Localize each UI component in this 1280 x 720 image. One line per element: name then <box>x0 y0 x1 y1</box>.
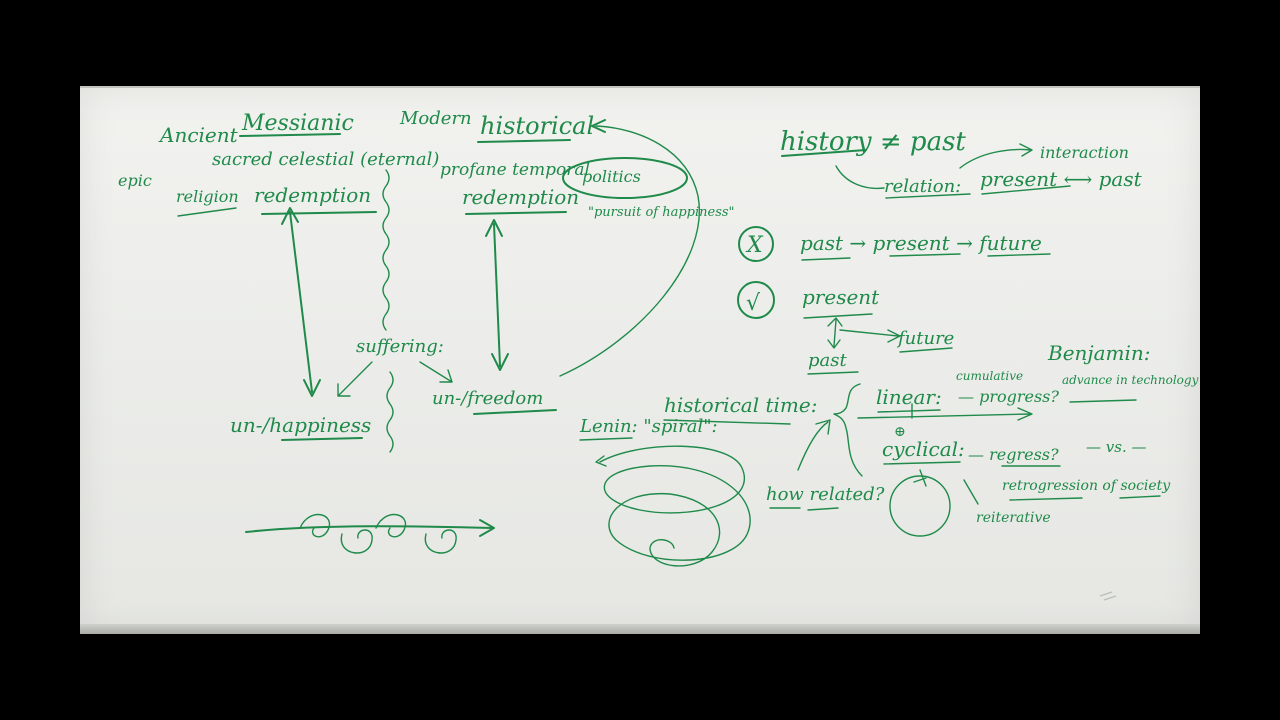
underline-how-related <box>769 507 839 511</box>
underline-present-2 <box>803 313 873 319</box>
check-mark-circle <box>737 281 775 319</box>
underline-past <box>807 371 859 375</box>
plus-mark: ⊕ <box>894 424 906 440</box>
underline-redemption-right <box>465 211 567 215</box>
wavy-divider-top <box>382 169 390 331</box>
underline-religion <box>177 207 237 217</box>
label-lenin-spiral: Lenin: "spiral": <box>579 416 718 437</box>
cyclical-circle-arrow <box>913 469 927 487</box>
loop-arrow <box>559 125 700 377</box>
label-unfreedom: un-/freedom <box>432 388 543 409</box>
whiteboard-marker-tray <box>80 624 1200 634</box>
cyclical-circle <box>889 475 951 537</box>
label-future: future <box>896 328 954 349</box>
label-present: present <box>802 285 880 309</box>
underline-redemption-left <box>261 211 377 215</box>
label-retrogression: retrogression of society <box>1002 478 1171 494</box>
label-historical: historical <box>480 112 594 140</box>
lenin-spiral-drawing <box>599 445 751 567</box>
arrow-reiterative <box>963 479 979 505</box>
label-vs: — vs. — <box>1086 438 1146 456</box>
arrowhead-down-right <box>491 353 509 371</box>
label-unhappiness: un-/happiness <box>230 413 371 437</box>
label-regress: — regress? <box>968 445 1059 464</box>
label-progress: — progress? <box>958 387 1059 406</box>
label-past-present-future: past → present → future <box>800 231 1042 255</box>
x-mark-circle <box>738 226 774 262</box>
linear-time-arrow <box>857 407 1033 421</box>
wavy-divider-bottom <box>386 371 394 453</box>
arrowhead-down-left <box>303 379 321 397</box>
underline-technology <box>1069 399 1137 403</box>
check-mark: √ <box>746 291 761 316</box>
label-linear: linear: <box>876 385 942 409</box>
spiral-4 <box>424 529 457 554</box>
label-history-ne-past: history ≠ past <box>780 127 966 157</box>
label-past: past <box>808 350 847 371</box>
underline-future <box>899 347 953 353</box>
label-ancient: Ancient <box>158 123 239 147</box>
arrowhead-up-right <box>485 219 503 237</box>
arrowhead-up-left <box>281 207 299 225</box>
timeline-arrow <box>245 525 493 533</box>
faint-marks <box>1099 591 1117 601</box>
label-redemption-right: redemption <box>462 185 579 209</box>
label-benjamin: Benjamin: <box>1047 341 1151 365</box>
label-interaction: interaction <box>1040 143 1129 162</box>
label-sacred-celestial: sacred celestial (eternal) <box>212 149 439 170</box>
label-redemption-left: redemption <box>254 183 371 207</box>
underline-linear-sequence <box>801 253 1051 261</box>
label-epic: epic <box>118 171 152 190</box>
underline-unhappiness <box>281 437 363 441</box>
arrow-interaction <box>959 143 1033 169</box>
arrowhead-historical <box>591 119 606 133</box>
label-pursuit-happiness: "pursuit of happiness" <box>588 205 735 220</box>
label-suffering: suffering: <box>356 336 444 357</box>
whiteboard <box>80 88 1200 634</box>
x-mark: X <box>745 233 764 258</box>
underline-cyclical <box>883 461 961 465</box>
arrow-suffering-left <box>337 361 373 397</box>
arrow-to-relation <box>835 165 885 190</box>
label-reiterative: reiterative <box>976 510 1051 526</box>
spiral-3 <box>340 529 373 554</box>
arrow-present-past <box>827 317 843 349</box>
underline-present <box>981 185 1071 195</box>
arrow-present-future <box>839 329 901 343</box>
label-messianic: Messianic <box>241 111 354 136</box>
arrow-redemption-happiness <box>289 211 313 393</box>
underline-lenin <box>579 437 633 441</box>
timeline-arrowhead <box>479 519 495 537</box>
arrow-suffering-right <box>419 361 453 383</box>
underline-retrogression <box>1009 495 1161 501</box>
underline-messianic <box>239 133 341 137</box>
label-historical-time: historical time: <box>664 393 817 417</box>
label-cyclical: cyclical: <box>882 437 965 461</box>
label-how-related: how related? <box>766 484 885 505</box>
label-relation: relation: <box>884 176 961 197</box>
spiral-2 <box>375 513 407 538</box>
underline-historical <box>477 139 571 143</box>
label-politics: politics <box>582 167 641 186</box>
arrow-redemption-freedom <box>493 223 501 367</box>
underline-relation <box>885 193 971 199</box>
brace <box>833 383 863 477</box>
label-profane-temporal: profane temporal <box>440 160 590 180</box>
arrow-how-related-up <box>797 419 831 471</box>
circle-politics <box>562 157 688 199</box>
underline-linear <box>877 409 941 413</box>
label-modern: Modern <box>399 108 472 129</box>
underline-history <box>781 149 867 157</box>
label-religion: religion <box>176 187 239 206</box>
spiral-1 <box>299 513 331 538</box>
spiral-arrowhead <box>595 455 607 467</box>
label-cumulative: cumulative <box>956 369 1023 383</box>
underline-historical-time <box>663 419 791 425</box>
underline-unfreedom <box>473 409 557 415</box>
label-advance-technology: advance in technology <box>1062 373 1199 387</box>
